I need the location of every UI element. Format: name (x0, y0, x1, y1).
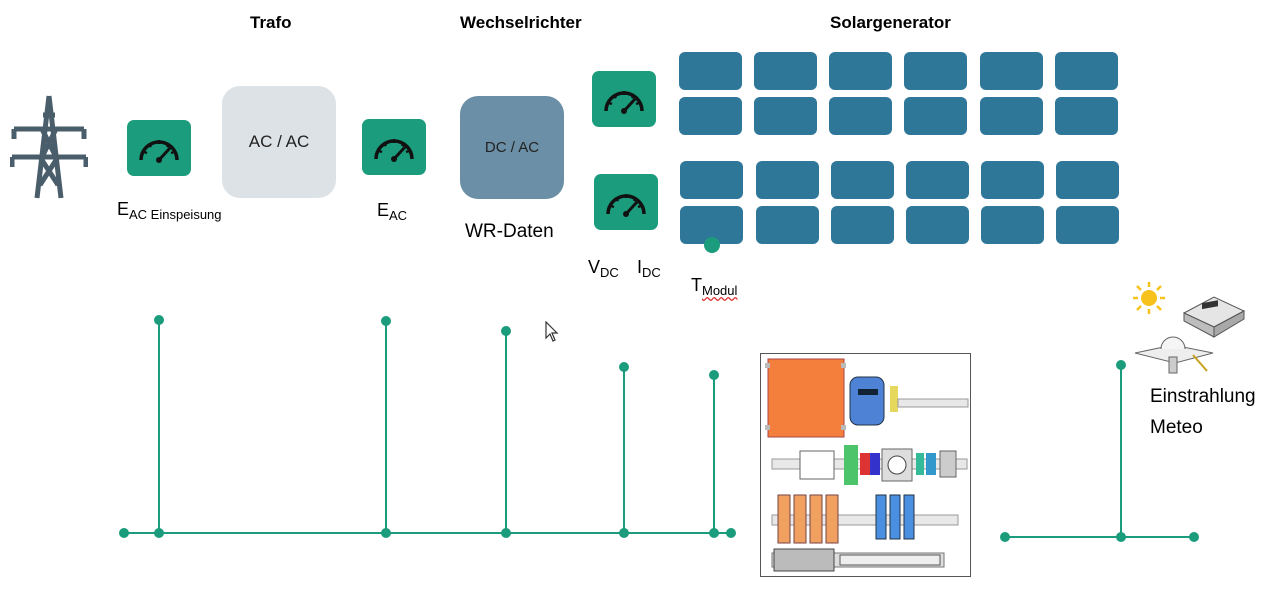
solar-panel (829, 97, 892, 135)
label-v-dc: VDC (588, 257, 619, 280)
dc-meter-lower (594, 174, 658, 230)
control-cabinet-image (760, 353, 971, 577)
solar-panel (756, 206, 819, 244)
dc-meter-upper (592, 71, 656, 127)
inverter-box: DC / AC (460, 96, 564, 199)
solar-panel (1056, 206, 1119, 244)
gauge-icon (374, 139, 414, 162)
solar-panel (904, 52, 967, 90)
label-irradiance: Einstrahlung (1150, 386, 1256, 407)
gauge-icon (139, 140, 179, 163)
solar-panel (981, 161, 1044, 199)
solar-panel (756, 161, 819, 199)
label-e-ac: EAC (377, 200, 408, 223)
power-pylon-icon (10, 95, 88, 199)
datalogger-icon (1182, 296, 1246, 338)
solar-panel (981, 206, 1044, 244)
gauge-icon (606, 194, 646, 217)
solar-panel (754, 97, 817, 135)
solar-panel (906, 206, 969, 244)
header-solar-generator: Solargenerator (830, 13, 951, 32)
sun-icon (1133, 282, 1165, 314)
solar-panel (1055, 52, 1118, 90)
energy-meter-feed-in (127, 120, 191, 176)
solar-panel (831, 161, 894, 199)
solar-panel (980, 97, 1043, 135)
label-meteo: Meteo (1150, 417, 1203, 438)
solar-panel (904, 97, 967, 135)
label-e-ac-feed-in: EAC Einspeisung (117, 199, 222, 222)
solar-panel (1056, 161, 1119, 199)
solar-panel (906, 161, 969, 199)
solar-panel (679, 52, 742, 90)
solar-panel (680, 161, 743, 199)
gauge-icon (604, 91, 644, 114)
label-wr-data: WR-Daten (465, 221, 554, 242)
solar-panel (829, 52, 892, 90)
mouse-cursor-icon (545, 321, 559, 342)
header-inverter: Wechselrichter (460, 13, 582, 32)
energy-meter-ac (362, 119, 426, 175)
solar-panel (831, 206, 894, 244)
solar-panel (679, 97, 742, 135)
transformer-box: AC / AC (222, 86, 336, 198)
label-i-dc: IDC (637, 257, 661, 280)
header-trafo: Trafo (250, 13, 292, 32)
solar-panel (1055, 97, 1118, 135)
pyranometer-icon (1134, 336, 1214, 374)
solar-panel (754, 52, 817, 90)
solar-panel (980, 52, 1043, 90)
label-t-module: TModul (691, 275, 738, 298)
